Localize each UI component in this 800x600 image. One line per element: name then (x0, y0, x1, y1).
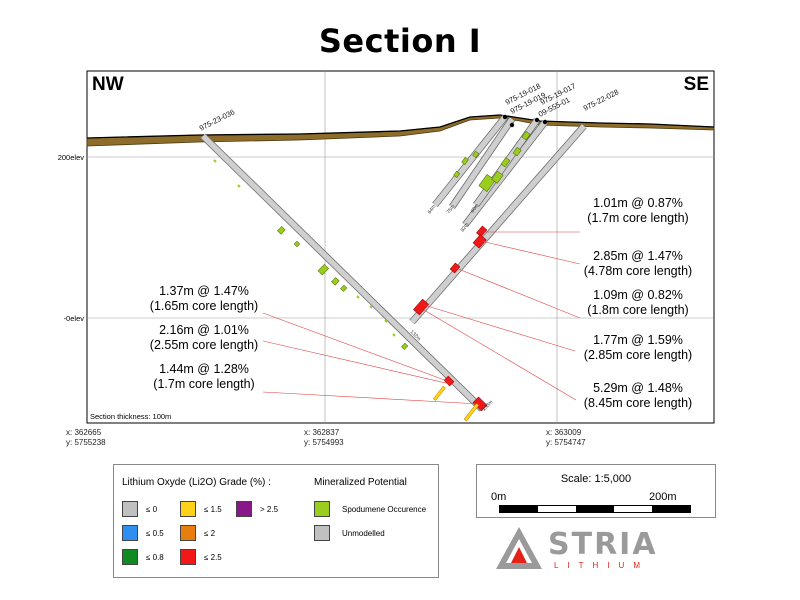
hole-end-label: 82m (460, 222, 470, 233)
intercept-callout: 5.29m @ 1.48% (593, 381, 683, 395)
grade-swatch (180, 525, 196, 541)
coordinate-label: x: 363009 y: 5754747 (546, 428, 586, 448)
scale-end-label: 200m (649, 491, 677, 503)
section-frame (86, 70, 715, 424)
coord-x: x: 362665 (66, 428, 102, 437)
intercept-callout: 1.01m @ 0.87% (593, 196, 683, 210)
callout-lines (262, 231, 581, 405)
grade-swatch (122, 549, 138, 565)
gridlines (87, 71, 714, 423)
spodumene-occurrences (277, 131, 531, 350)
intercept-callout: 2.85m @ 1.47% (593, 249, 683, 263)
scale-bar (499, 505, 691, 513)
section-thickness: Section thickness: 100m (90, 412, 171, 421)
page-title: Section I (318, 22, 482, 60)
topography-line (86, 114, 715, 139)
grade-label: > 2.5 (260, 505, 279, 514)
coord-y: y: 5754747 (546, 438, 586, 447)
intercept-callout: 1.09m @ 0.82% (593, 288, 683, 302)
grade-label: ≤ 0.5 (146, 529, 164, 538)
collar-markers (502, 114, 548, 128)
logo-mark-icon (496, 527, 542, 569)
company-logo: STRIA LITHIUM (494, 525, 674, 575)
grade-swatch (122, 501, 138, 517)
coordinate-label: x: 362837 y: 5754993 (304, 428, 344, 448)
potential-swatch (314, 525, 330, 541)
legend: Lithium Oxyde (Li2O) Grade (%) : Mineral… (113, 464, 439, 578)
grade-label: ≤ 1.5 (204, 505, 222, 514)
grade-label: ≤ 0 (146, 505, 158, 514)
intercept-callout: 1.44m @ 1.28% (159, 362, 249, 376)
logo-subtitle: LITHIUM (554, 561, 649, 570)
coord-y: y: 5754993 (304, 438, 344, 447)
elev-label-0: -0elev (64, 314, 85, 323)
coord-x: x: 362837 (304, 428, 340, 437)
intercept-callout-sub: (1.7m core length) (153, 377, 254, 391)
potential-label: Unmodelled (342, 529, 385, 538)
legend-potential-title: Mineralized Potential (314, 477, 407, 488)
intercept-callout-sub: (2.55m core length) (150, 338, 258, 352)
nw-label: NW (92, 74, 124, 95)
intercept-callout: 1.77m @ 1.59% (593, 333, 683, 347)
scale-bar-box: Scale: 1:5,000 0m 200m (476, 464, 716, 518)
grade-swatch (180, 501, 196, 517)
potential-label: Spodumene Occurence (342, 505, 427, 514)
logo-name: STRIA (548, 527, 658, 562)
intercept-callout-sub: (2.85m core length) (584, 348, 692, 362)
intercept-callout-sub: (8.45m core length) (584, 396, 692, 410)
grade-swatch (180, 549, 196, 565)
grade-swatch (236, 501, 252, 517)
intercept-callout: 2.16m @ 1.01% (159, 323, 249, 337)
hole-end-label: 64m (427, 204, 437, 215)
hole-end-label: 60m (470, 203, 480, 214)
grade-label: ≤ 2 (204, 529, 216, 538)
grade-label: ≤ 2.5 (204, 553, 222, 562)
hole-end-label: 75m (446, 204, 456, 215)
intercept-callout-sub: (1.7m core length) (587, 211, 688, 225)
scale-title: Scale: 1:5,000 (560, 473, 632, 485)
intercept-callout-sub: (4.78m core length) (584, 264, 692, 278)
grade-swatch (122, 525, 138, 541)
intercept-callout: 1.37m @ 1.47% (159, 284, 249, 298)
mineral-ticks (213, 159, 396, 337)
coordinate-label: x: 362665 y: 5755238 (66, 428, 106, 448)
se-label: SE (684, 74, 709, 95)
elev-label-200: 200elev (58, 153, 85, 162)
coord-x: x: 363009 (546, 428, 582, 437)
coord-y: y: 5755238 (66, 438, 106, 447)
legend-grade-title: Lithium Oxyde (Li2O) Grade (%) : (122, 477, 271, 488)
grade-label: ≤ 0.8 (146, 553, 164, 562)
scale-start-label: 0m (491, 491, 507, 503)
intercept-callout-sub: (1.65m core length) (150, 299, 258, 313)
potential-swatch (314, 501, 330, 517)
intercept-callout-sub: (1.8m core length) (587, 303, 688, 317)
